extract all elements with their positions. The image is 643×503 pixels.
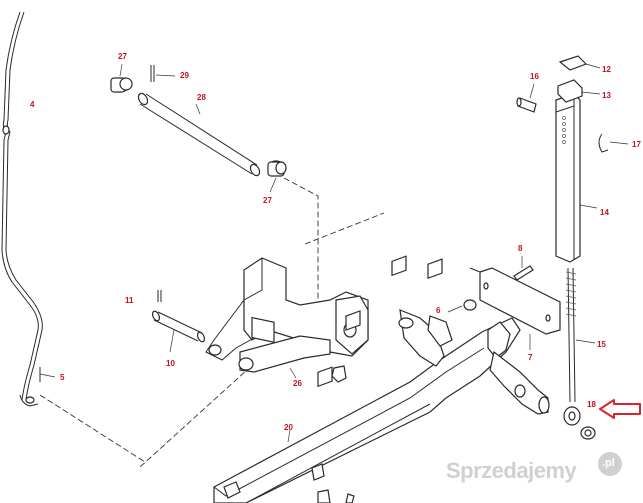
part-12-cap — [558, 55, 601, 71]
part-label-12: 12 — [602, 65, 611, 74]
part-label-17: 17 — [632, 140, 641, 149]
watermark: Sprzedajemy .pl — [446, 448, 636, 492]
part-label-6: 6 — [436, 306, 441, 315]
part-label-26: 26 — [293, 379, 302, 388]
watermark-suffix-badge — [598, 452, 622, 476]
part-label-27-bottom: 27 — [263, 196, 272, 205]
part-8-pin — [513, 256, 534, 281]
part-label-29: 29 — [180, 71, 189, 80]
part-label-27-top: 27 — [118, 52, 127, 61]
part-label-18: 18 — [587, 400, 596, 409]
part-label-16: 16 — [530, 72, 539, 81]
part-7-plate — [469, 267, 561, 350]
watermark-brand: Sprzedajemy — [446, 458, 577, 483]
part-label-7: 7 — [528, 353, 533, 362]
part-label-4: 4 — [30, 100, 35, 109]
part-label-15: 15 — [597, 340, 606, 349]
part-4-rod — [1, 11, 43, 407]
part-27-bushing-top — [110, 63, 133, 93]
part-label-8: 8 — [518, 244, 523, 253]
part-15-threaded-rod — [563, 267, 596, 426]
part-27-bushing-bottom — [267, 160, 287, 193]
part-label-14: 14 — [600, 208, 609, 217]
part-5-pin — [39, 367, 56, 382]
assembly-guide-lines — [39, 177, 385, 468]
part-26-bracket — [205, 257, 369, 383]
watermark-suffix: .pl — [602, 457, 615, 469]
part-label-5: 5 — [60, 373, 65, 382]
part-label-28: 28 — [197, 93, 206, 102]
part-14-post — [555, 93, 598, 263]
part-17-clip — [598, 133, 629, 153]
part-10-shaft — [151, 310, 206, 353]
part-28-shaft — [137, 92, 261, 177]
part-13-block — [557, 79, 601, 103]
part-label-13: 13 — [602, 91, 611, 100]
part-16-pin — [516, 83, 537, 113]
part-label-11: 11 — [125, 296, 134, 305]
part-18-washer — [580, 426, 596, 440]
part-label-20: 20 — [284, 423, 293, 432]
part-20-main-frame — [213, 255, 550, 503]
part-11-pin — [157, 290, 162, 302]
part-label-10: 10 — [166, 359, 175, 368]
part-29-pin — [150, 65, 176, 82]
part-6-nut — [447, 299, 477, 313]
red-arrow-icon — [599, 399, 641, 419]
